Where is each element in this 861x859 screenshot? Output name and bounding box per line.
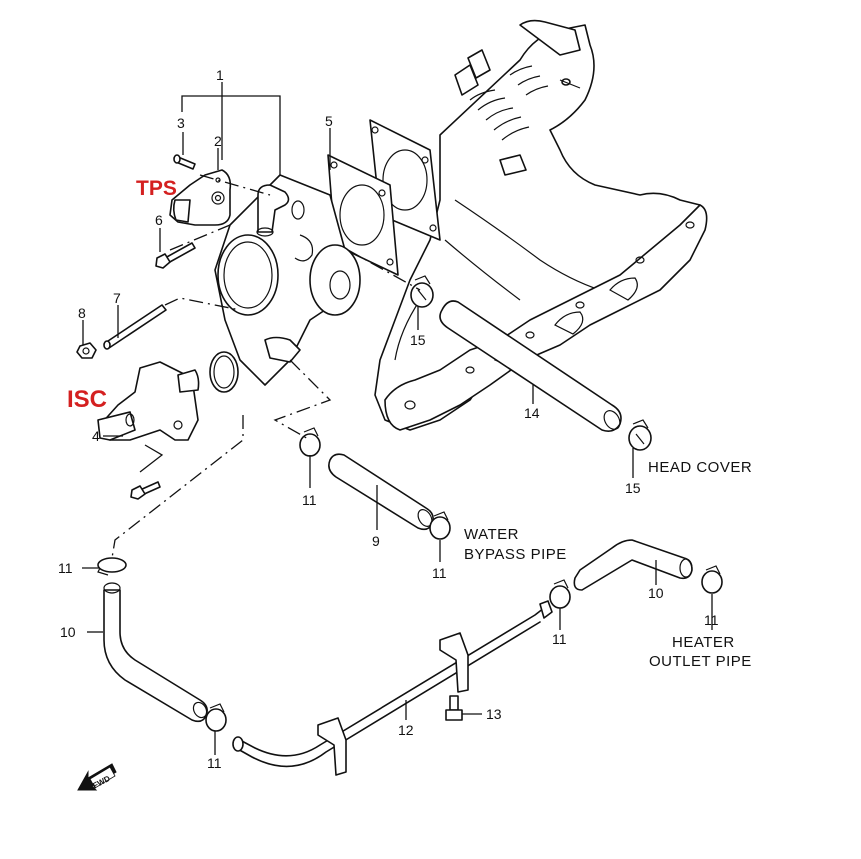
- hose-clamp-11e: [701, 565, 723, 594]
- throttle-body: [214, 174, 361, 386]
- callout-11e: 11: [704, 612, 719, 628]
- callout-11a: 11: [302, 492, 317, 508]
- bolt-13: [445, 695, 463, 721]
- hose-clamp-11d: [549, 579, 571, 609]
- callout-9: 9: [372, 533, 380, 549]
- nut-8: [76, 342, 97, 359]
- stud-7: [103, 304, 167, 350]
- callout-10a: 10: [648, 585, 664, 601]
- hose-9: [328, 453, 434, 531]
- assembly-lines: [111, 174, 421, 559]
- note-water-bypass-line1: WATER: [464, 526, 519, 543]
- callout-5: 5: [325, 113, 333, 129]
- note-heater-outlet-line1: HEATER: [672, 634, 735, 651]
- callout-8: 8: [78, 305, 86, 321]
- throttle-position-sensor: [169, 169, 232, 226]
- hose-clamp-11c: [97, 557, 127, 576]
- callout-10b: 10: [60, 624, 76, 640]
- callout-11d: 11: [552, 631, 567, 647]
- hose-clamp-11b: [429, 511, 451, 540]
- callout-15a: 15: [410, 332, 426, 348]
- note-water-bypass-line2: BYPASS PIPE: [464, 546, 567, 563]
- hose-clamp-11f: [205, 703, 227, 732]
- idle-speed-control-valve: [97, 361, 200, 441]
- hose-clamp-15b: [628, 419, 652, 451]
- callout-15b: 15: [625, 480, 641, 496]
- callout-2: 2: [214, 133, 222, 149]
- gasket-5: [327, 119, 441, 276]
- forward-arrow-icon: FWD: [77, 763, 117, 791]
- callout-14: 14: [524, 405, 540, 421]
- water-pipe-12: [232, 600, 553, 776]
- callout-11c: 11: [58, 560, 73, 576]
- callout-12: 12: [398, 722, 414, 738]
- callout-11b: 11: [432, 565, 447, 581]
- tps-label: TPS: [136, 177, 177, 200]
- screw-6: [155, 242, 196, 269]
- isc-label: ISC: [67, 386, 107, 413]
- callout-7: 7: [113, 290, 121, 306]
- note-head-cover: HEAD COVER: [648, 459, 752, 476]
- hose-clamp-15a: [410, 275, 434, 308]
- callout-1: 1: [216, 67, 224, 83]
- hose-10-upper: [573, 539, 693, 591]
- callout-6: 6: [155, 212, 163, 228]
- note-heater-outlet-line2: OUTLET PIPE: [649, 653, 752, 670]
- callouts: 1 2 3 4 5 6 7 8 9 10 10 11 11 11 11 11 1…: [58, 67, 719, 771]
- callout-4: 4: [92, 428, 100, 444]
- hose-14: [439, 300, 622, 432]
- o-ring: [209, 351, 239, 393]
- leader-lines: [82, 82, 713, 755]
- callout-13: 13: [486, 706, 502, 722]
- connection-notes: HEAD COVER WATER BYPASS PIPE HEATER OUTL…: [464, 459, 752, 670]
- hose-10-lower: [103, 582, 208, 723]
- hose-clamp-11a: [299, 427, 321, 457]
- isc-bolt: [130, 481, 161, 500]
- callout-3: 3: [177, 115, 185, 131]
- callout-11f: 11: [207, 755, 222, 771]
- screw-3: [173, 154, 196, 170]
